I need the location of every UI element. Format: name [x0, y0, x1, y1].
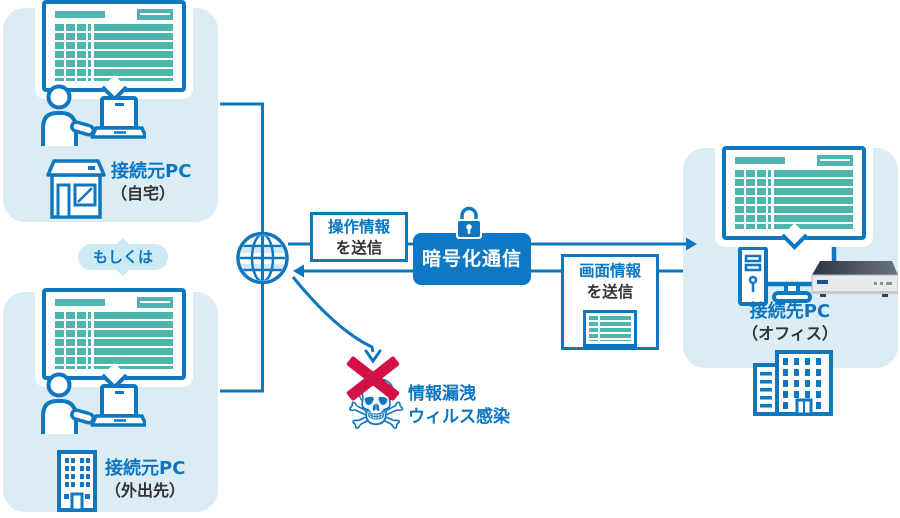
mini-screen-icon: [583, 310, 637, 347]
threat-text: 情報漏洩 ウィルス感染: [408, 383, 510, 429]
destination-label: 接続先PC （オフィス）: [700, 301, 880, 345]
screen-table: [735, 170, 853, 229]
arrow-left-icon: [293, 264, 304, 278]
threat-curve-line: [291, 276, 375, 353]
send-operation-label: 操作情報 を送信: [310, 212, 408, 262]
threat-line2: ウィルス感染: [408, 407, 510, 427]
lock-icon: [456, 204, 482, 239]
or-badge: もしくは: [78, 244, 168, 270]
house-icon: [46, 159, 106, 219]
destination-subtitle: （オフィス）: [742, 324, 838, 343]
office-building-icon: [57, 450, 97, 512]
send-screen-line1: 画面情報: [578, 262, 641, 280]
source-home-subtitle: （自宅）: [111, 184, 176, 203]
send-screen-line2: を送信: [586, 283, 634, 301]
screen-menubar: [55, 11, 105, 18]
source-out-label: 接続元PC （外出先）: [105, 458, 185, 502]
threat-line1: 情報漏洩: [408, 384, 476, 404]
person-with-laptop-icon: [41, 84, 146, 146]
send-screen-label: 画面情報 を送信: [561, 254, 659, 350]
source-out-subtitle: （外出先）: [105, 481, 186, 500]
send-operation-line2: を送信: [335, 239, 383, 257]
spreadsheet-screen-icon: [42, 288, 186, 390]
screen-menubar: [735, 157, 785, 164]
source-out-title: 接続元PC: [105, 458, 186, 479]
destination-title: 接続先PC: [749, 301, 831, 322]
globe-icon: [236, 231, 289, 285]
screen-table: [55, 312, 173, 369]
vpn-router-appliance-icon: [811, 261, 898, 297]
desktop-pc-icon: [738, 230, 837, 306]
spreadsheet-screen-icon: [722, 146, 866, 250]
screen-button: [137, 297, 173, 308]
send-operation-line1: 操作情報: [327, 218, 390, 236]
encrypted-communication-badge: 暗号化通信: [413, 233, 531, 285]
screen-button: [817, 155, 853, 166]
screen-table: [55, 24, 173, 81]
source-branch-line: [220, 102, 264, 393]
blocked-x-icon: [345, 352, 401, 404]
office-building-icon: [753, 350, 833, 416]
source-home-title: 接続元PC: [111, 161, 192, 182]
source-home-label: 接続元PC （自宅）: [111, 161, 191, 205]
person-with-laptop-icon: [41, 372, 146, 434]
screen-menubar: [55, 299, 105, 306]
screen-button: [137, 9, 173, 20]
spreadsheet-screen-icon: [42, 0, 186, 102]
